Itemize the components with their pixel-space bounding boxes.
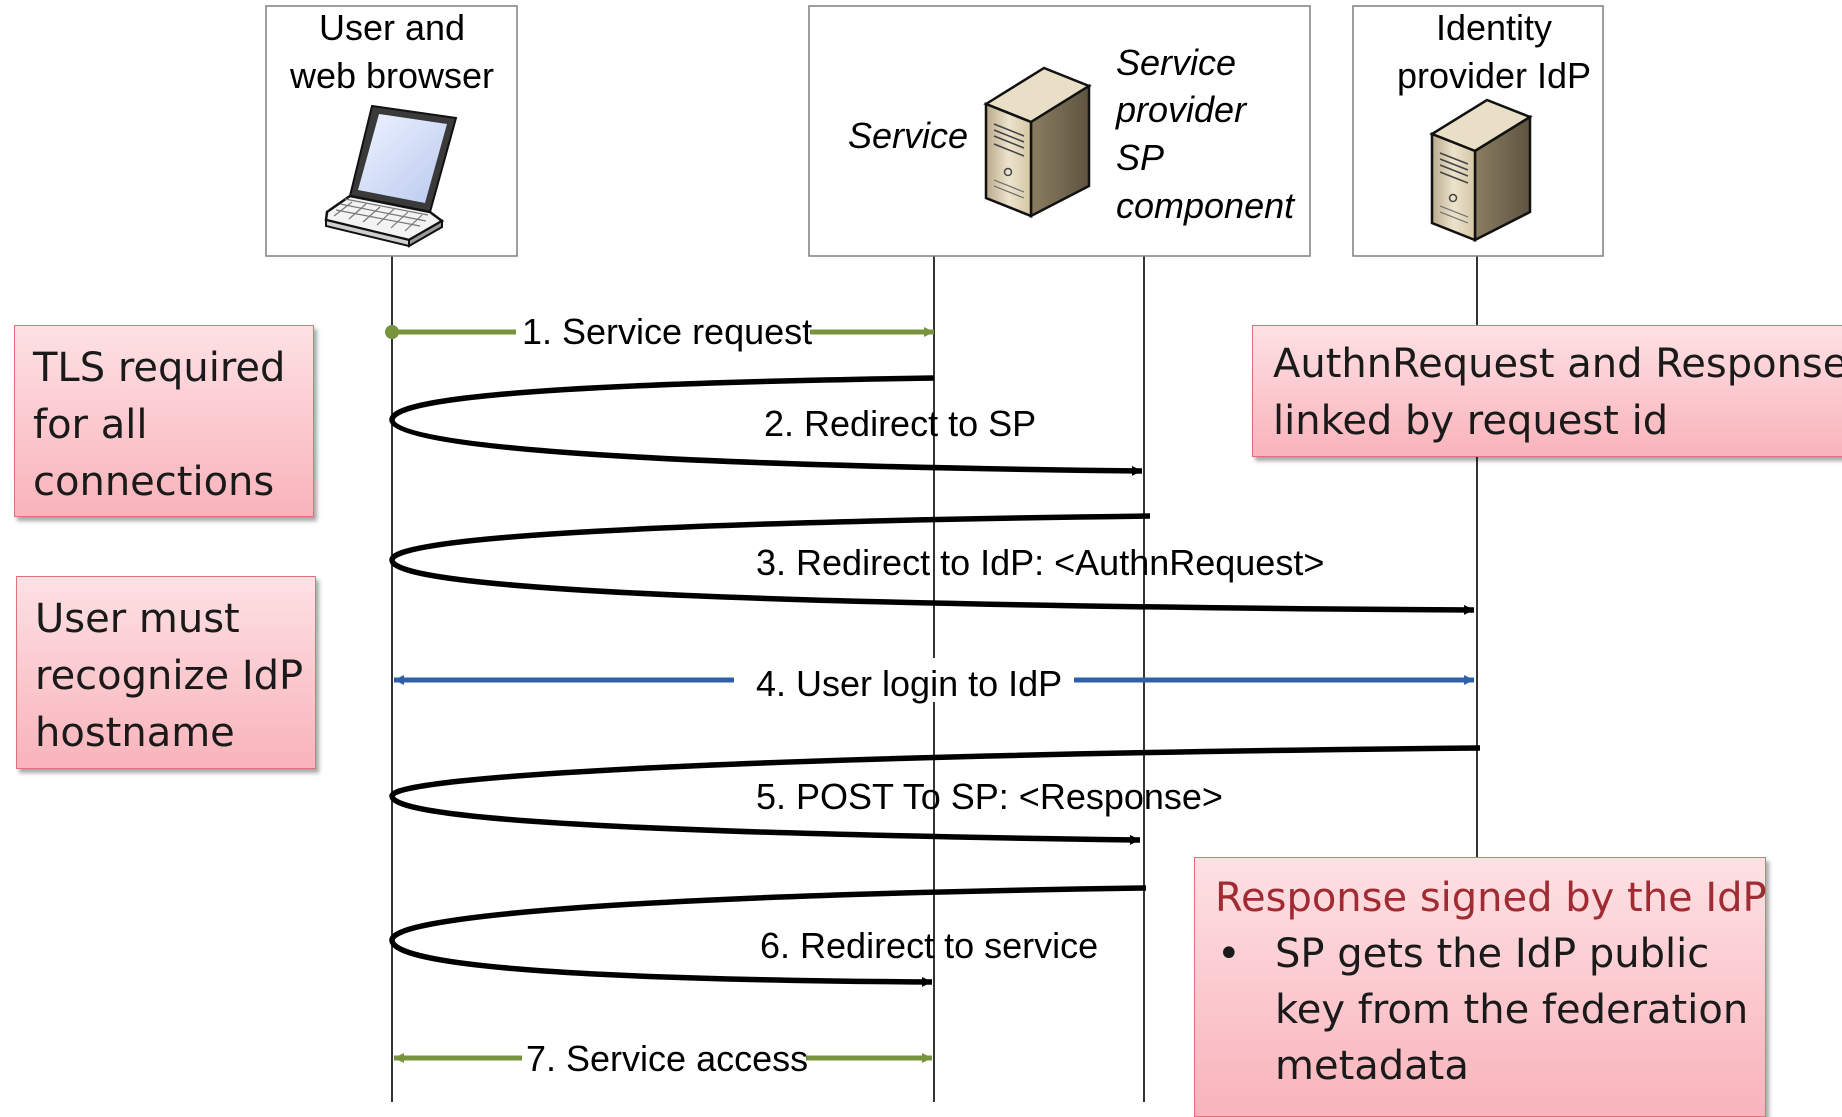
note-response-signed: Response signed by the IdP • SP gets the… [1194, 857, 1767, 1117]
actor-idp-label-line2: provider IdP [1397, 55, 1591, 96]
message-2-redirect-to-sp: 2. Redirect to SP [389, 375, 1143, 476]
actor-service-label: Service [848, 115, 968, 156]
note-response-heading: Response signed by the IdP [1215, 875, 1767, 921]
note-tls-line1: TLS required [33, 345, 286, 391]
actor-sp-label-line3: SP [1116, 137, 1164, 178]
note-tls-line3: connections [33, 459, 275, 505]
actor-browser-label-line1: User and [319, 7, 465, 48]
note-user-line3: hostname [35, 710, 235, 756]
note-response-bullet-line2: key from the federation [1275, 987, 1749, 1033]
note-response-bullets: • SP gets the IdP public key from the fe… [1215, 926, 1749, 1094]
actor-browser: User and web browser [265, 5, 518, 257]
actor-sp-label-line2: provider [1115, 89, 1248, 130]
message-6-redirect-to-service: 6. Redirect to service [389, 885, 1147, 987]
note-response-bullet-line1: SP gets the IdP public [1275, 931, 1710, 977]
actor-browser-label-line2: web browser [289, 55, 494, 96]
server-icon [983, 66, 1092, 219]
note-response-bullet-item: • SP gets the IdP public key from the fe… [1215, 926, 1749, 1094]
message-2-label: 2. Redirect to SP [764, 403, 1036, 444]
actor-sp-label-line4: component [1116, 185, 1296, 226]
message-6-label: 6. Redirect to service [760, 925, 1098, 966]
note-authn-line2: linked by request id [1273, 398, 1669, 444]
message-3-label: 3. Redirect to IdP: <AuthnRequest> [756, 542, 1324, 583]
actor-idp-label-line1: Identity [1436, 7, 1552, 48]
laptop-icon [324, 104, 458, 248]
bullet-icon: • [1217, 931, 1241, 977]
actor-sp-label-line1: Service [1116, 42, 1236, 83]
note-tls-required: TLS required for all connections [14, 325, 314, 517]
note-authn-linked: AuthnRequest and Response linked by requ… [1252, 325, 1842, 457]
message-7-label: 7. Service access [526, 1038, 808, 1079]
actor-idp: Identity provider IdP [1352, 5, 1604, 257]
server-icon [1429, 98, 1533, 243]
note-tls-line2: for all [33, 402, 148, 448]
message-5-label: 5. POST To SP: <Response> [756, 776, 1223, 817]
message-3-redirect-to-idp: 3. Redirect to IdP: <AuthnRequest> [389, 513, 1475, 615]
message-4-user-login: 4. User login to IdP [394, 658, 1474, 704]
note-user-recognize-idp: User must recognize IdP hostname [16, 576, 316, 769]
actor-service: Service Service provider SP component [808, 5, 1311, 257]
note-user-line2: recognize IdP [35, 653, 304, 699]
message-7-service-access: 7. Service access [394, 1036, 932, 1080]
message-4-label: 4. User login to IdP [756, 663, 1062, 704]
note-user-line1: User must [35, 596, 240, 642]
note-authn-line1: AuthnRequest and Response [1273, 341, 1842, 387]
message-1-label: 1. Service request [522, 311, 812, 352]
message-5-post-to-sp: 5. POST To SP: <Response> [389, 745, 1481, 845]
note-response-bullet-line3: metadata [1275, 1043, 1469, 1089]
message-1-service-request: 1. Service request [385, 309, 934, 353]
